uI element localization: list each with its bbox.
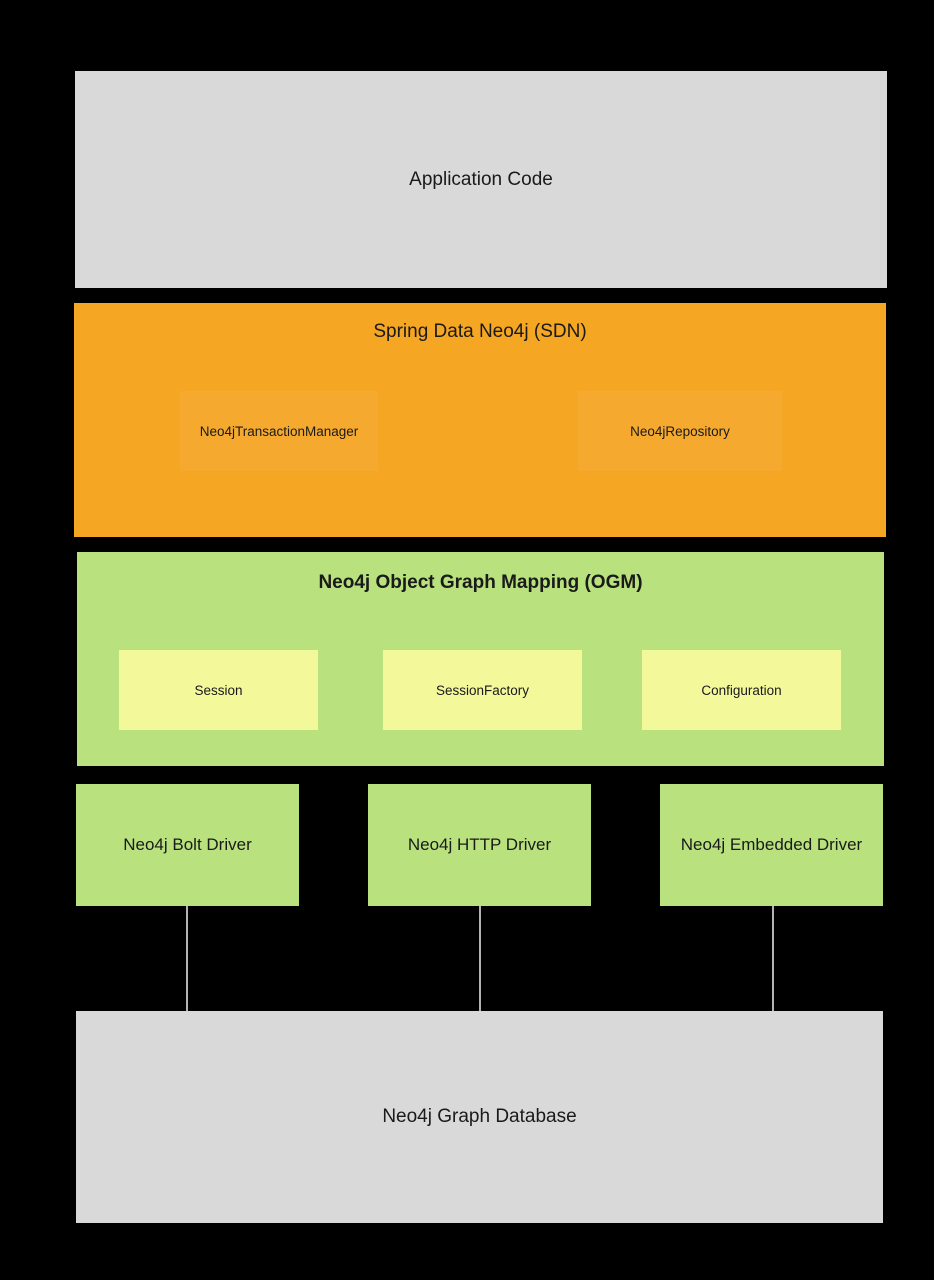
neo4j-repository-label: Neo4jRepository: [630, 423, 730, 439]
neo4j-bolt-driver-label: Neo4j Bolt Driver: [123, 835, 252, 854]
neo4j-ogm-label: Neo4j Object Graph Mapping (OGM): [318, 572, 643, 593]
neo4j-http-driver-box: Neo4j HTTP Driver: [368, 784, 591, 906]
spring-data-neo4j-label: Spring Data Neo4j (SDN): [373, 321, 587, 342]
configuration-label: Configuration: [701, 682, 782, 698]
neo4j-graph-database-label: Neo4j Graph Database: [382, 1106, 577, 1127]
application-code-label: Application Code: [409, 168, 553, 190]
session-label: Session: [194, 682, 243, 698]
application-code-layer: Application Code: [75, 71, 887, 288]
neo4j-transaction-manager-component: Neo4jTransactionManager: [180, 391, 378, 471]
spring-data-neo4j-layer: Spring Data Neo4j (SDN): [74, 303, 886, 537]
connector-embedded-to-database: [772, 906, 774, 1012]
configuration-component: Configuration: [642, 650, 841, 730]
connector-http-to-database: [479, 906, 481, 1012]
neo4j-repository-component: Neo4jRepository: [578, 391, 782, 471]
connector-bolt-to-database: [186, 906, 188, 1012]
neo4j-bolt-driver-box: Neo4j Bolt Driver: [76, 784, 299, 906]
session-factory-label: SessionFactory: [435, 682, 530, 698]
neo4j-embedded-driver-box: Neo4j Embedded Driver: [660, 784, 883, 906]
session-component: Session: [119, 650, 318, 730]
neo4j-embedded-driver-label: Neo4j Embedded Driver: [680, 835, 863, 854]
session-factory-component: SessionFactory: [383, 650, 582, 730]
neo4j-http-driver-label: Neo4j HTTP Driver: [407, 835, 552, 854]
neo4j-graph-database-layer: Neo4j Graph Database: [76, 1011, 883, 1223]
neo4j-transaction-manager-label: Neo4jTransactionManager: [199, 423, 359, 439]
